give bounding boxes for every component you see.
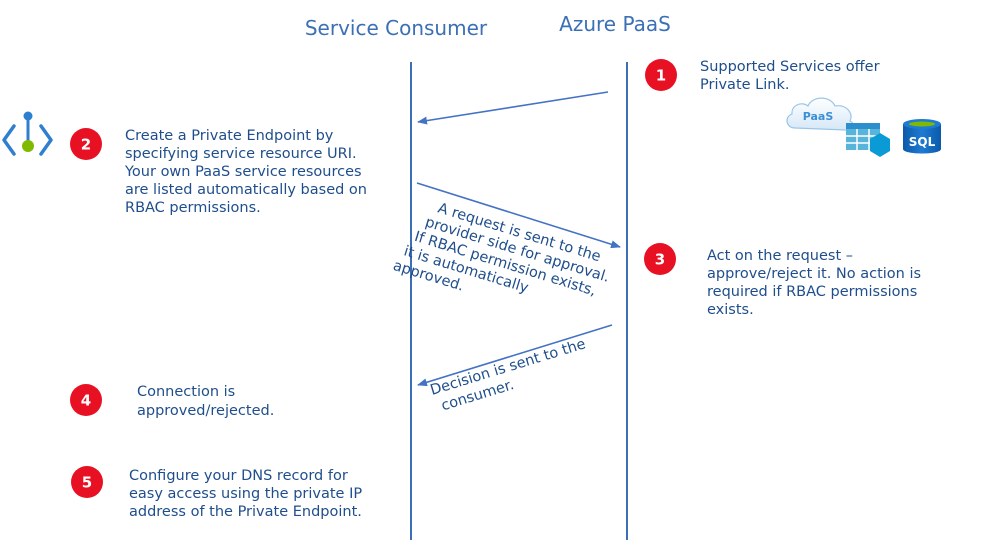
step-3-line-3: required if RBAC permissions bbox=[707, 284, 917, 300]
step-1-line-1: Supported Services offer bbox=[700, 59, 880, 75]
approval-request-arrow bbox=[416, 182, 621, 249]
step-2-line-5: RBAC permissions. bbox=[125, 200, 261, 216]
step-2-line-2: specifying service resource URI. bbox=[125, 146, 357, 162]
step-4-line-2: approved/rejected. bbox=[137, 403, 274, 419]
step-4-line-1: Connection is bbox=[137, 384, 235, 400]
step-2-number: 2 bbox=[81, 136, 91, 154]
step-1-badge: 1 bbox=[645, 59, 677, 91]
step-4-text: Connection is approved/rejected. bbox=[137, 384, 274, 419]
azure-paas-title: Azure PaaS bbox=[559, 12, 671, 36]
step-5-badge: 5 bbox=[71, 466, 103, 498]
step-2-badge: 2 bbox=[70, 128, 102, 160]
step-3-number: 3 bbox=[655, 251, 665, 269]
step-5-number: 5 bbox=[82, 474, 92, 492]
step-3-line-4: exists. bbox=[707, 302, 754, 318]
step-3-text: Act on the request – approve/reject it. … bbox=[707, 248, 921, 318]
step-2-line-3: Your own PaaS service resources bbox=[124, 164, 362, 180]
step-2-line-1: Create a Private Endpoint by bbox=[125, 128, 334, 144]
decision-arrow bbox=[417, 324, 613, 387]
step-1-text: Supported Services offer Private Link. bbox=[700, 59, 880, 93]
step-5-line-1: Configure your DNS record for bbox=[129, 468, 348, 484]
sql-label: SQL bbox=[909, 135, 936, 149]
paas-cloud-icon: PaaS bbox=[786, 97, 854, 131]
service-consumer-title: Service Consumer bbox=[305, 16, 488, 40]
decision-message: Decision is sent to the consumer. bbox=[428, 336, 587, 414]
step-1-line-2: Private Link. bbox=[700, 77, 789, 93]
cloud-label: PaaS bbox=[803, 110, 834, 123]
step-4-badge: 4 bbox=[70, 384, 102, 416]
step-3-line-2: approve/reject it. No action is bbox=[707, 266, 921, 282]
step-2-line-4: are listed automatically based on bbox=[125, 182, 367, 198]
step-3-line-1: Act on the request – bbox=[707, 248, 853, 264]
approval-request-message: A request is sent to the provider side f… bbox=[391, 201, 611, 300]
step-5-line-3: address of the Private Endpoint. bbox=[129, 504, 362, 520]
step-5-text: Configure your DNS record for easy acces… bbox=[129, 468, 362, 520]
private-link-offer-arrow bbox=[417, 91, 609, 125]
step-3-badge: 3 bbox=[644, 243, 676, 275]
step-2-text: Create a Private Endpoint by specifying … bbox=[124, 128, 367, 216]
step-5-line-2: easy access using the private IP bbox=[129, 486, 362, 502]
step-1-number: 1 bbox=[656, 67, 666, 85]
sql-database-icon: SQL bbox=[903, 119, 941, 154]
private-endpoint-icon bbox=[2, 111, 53, 156]
step-4-number: 4 bbox=[81, 392, 91, 410]
storage-table-icon bbox=[846, 123, 890, 157]
